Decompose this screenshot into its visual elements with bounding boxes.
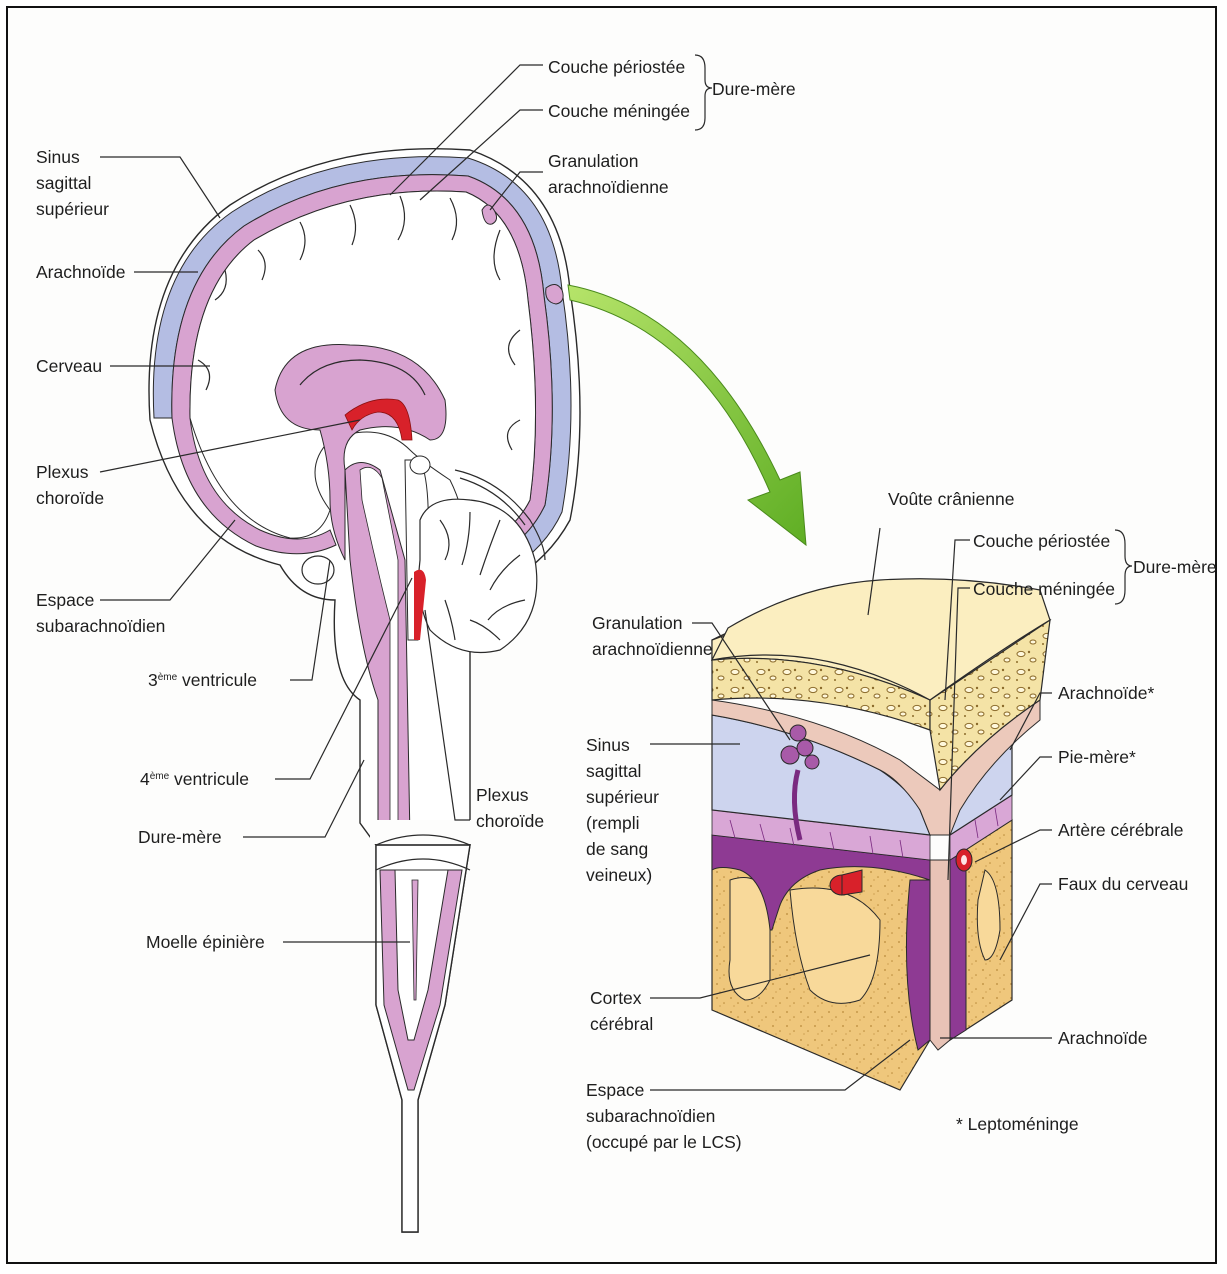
zoom-arrow <box>568 285 806 545</box>
label-dura-mater: Dure-mère <box>138 826 222 848</box>
label-detail-sinus-6: veineux) <box>586 864 652 886</box>
label-cerebrum: Cerveau <box>36 355 102 377</box>
label-sagittal-sinus-1: Sinus <box>36 146 80 168</box>
label-sagittal-sinus-2: sagittal <box>36 172 91 194</box>
label-footnote: * Leptoméninge <box>956 1113 1079 1135</box>
label-detail-arachnoid: Arachnoïde <box>1058 1027 1148 1049</box>
label-detail-subarachnoid-2: subarachnoïdien <box>586 1105 715 1127</box>
label-cortex-1: Cortex <box>590 987 642 1009</box>
label-detail-periosteal: Couche périostée <box>973 530 1110 552</box>
label-detail-granulation-1: Granulation <box>592 612 682 634</box>
label-detail-granulation-2: arachnoïdienne <box>592 638 713 660</box>
label-choroid-plexus-1: Plexus <box>36 461 89 483</box>
label-detail-sinus-4: (rempli <box>586 812 639 834</box>
label-pia-star: Pie-mère* <box>1058 746 1136 768</box>
label-subarachnoid-1: Espace <box>36 589 94 611</box>
label-detail-sinus-3: supérieur <box>586 786 659 808</box>
label-granulation-2: arachnoïdienne <box>548 176 669 198</box>
label-third-ventricle: 3ème ventricule <box>148 669 257 691</box>
label-skull: Voûte crânienne <box>888 488 1015 510</box>
label-periosteal-layer: Couche périostée <box>548 56 685 78</box>
label-detail-sinus-2: sagittal <box>586 760 641 782</box>
label-arachnoid: Arachnoïde <box>36 261 126 283</box>
meninges-detail-block <box>712 579 1050 1090</box>
pineal-bulge <box>302 556 334 584</box>
label-falx-cerebri: Faux du cerveau <box>1058 873 1188 895</box>
label-cerebral-artery: Artère cérébrale <box>1058 819 1183 841</box>
label-arachnoid-star: Arachnoïde* <box>1058 682 1154 704</box>
label-detail-sinus-5: de sang <box>586 838 648 860</box>
label-sagittal-sinus-3: supérieur <box>36 198 109 220</box>
label-choroid-plexus-2: choroïde <box>36 487 104 509</box>
label-dura-mater-group: Dure-mère <box>712 78 796 100</box>
label-meningeal-layer: Couche méningée <box>548 100 690 122</box>
label-detail-subarachnoid-1: Espace <box>586 1079 644 1101</box>
label-choroid-plexus-right-2: choroïde <box>476 810 544 832</box>
falx-cerebri <box>930 860 950 1050</box>
label-detail-sinus-1: Sinus <box>586 734 630 756</box>
label-choroid-plexus-right-1: Plexus <box>476 784 529 806</box>
label-granulation-1: Granulation <box>548 150 638 172</box>
label-detail-meningeal: Couche méningée <box>973 578 1115 600</box>
label-spinal-cord: Moelle épinière <box>146 931 265 953</box>
label-detail-subarachnoid-3: (occupé par le LCS) <box>586 1131 742 1153</box>
label-subarachnoid-2: subarachnoïdien <box>36 615 165 637</box>
label-fourth-ventricle: 4ème ventricule <box>140 768 249 790</box>
label-cortex-2: cérébral <box>590 1013 653 1035</box>
label-detail-dura-group: Dure-mère <box>1133 556 1217 578</box>
